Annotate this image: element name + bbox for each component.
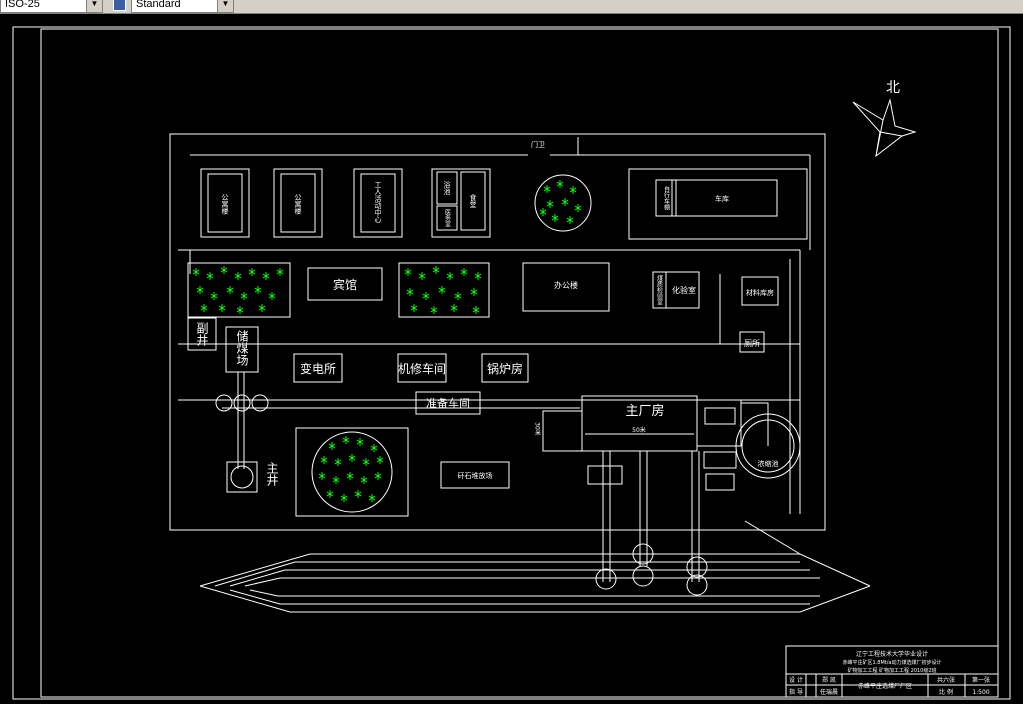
text-style-icon[interactable]: [113, 0, 126, 11]
tree-circle-top: [534, 174, 592, 232]
toilet-outline: [739, 331, 765, 353]
hotel-label: 宾馆: [333, 277, 357, 292]
titleblock-line3: 矿物加工工程 矿物加工工程 2010级2班: [847, 667, 936, 674]
railway-track: [199, 553, 871, 587]
drawing-title: 赤峰平庄选煤厂厂区: [858, 682, 912, 690]
inner-frame: [40, 28, 999, 698]
titleblock-line2: 赤峰平庄矿区1.8Mt/a动力煤选煤厂初步设计: [843, 659, 942, 666]
clinic-label: 医务室: [444, 209, 451, 227]
substation-label: 变电所: [300, 361, 336, 376]
garage-small-label: 自行车棚: [663, 185, 670, 211]
chevron-down-icon[interactable]: ▼: [217, 0, 233, 12]
green-area-1: [187, 262, 291, 318]
site-boundary: [169, 133, 826, 531]
garage-label: 车库: [715, 194, 729, 203]
sheet-count-label: 共六张: [937, 676, 955, 684]
substation-outline: [293, 353, 343, 383]
worker-center-outline: [353, 168, 403, 238]
lab-small-label: 煤质检验室: [656, 274, 663, 305]
aux-shaft-outline: [187, 317, 217, 351]
dimension-label: 50米: [632, 426, 646, 434]
green-area-3: [295, 427, 409, 517]
styles-toolbar: ISO-25 ▼ Standard ▼: [0, 0, 1023, 14]
text-style-value: Standard: [136, 0, 181, 10]
drawing-canvas[interactable]: 北 门卫 公寓楼 公寓楼 工人活动中心 浴池 食堂 医务室 自行车棚 车库 宾馆…: [0, 14, 1023, 700]
north-arrow-icon: [852, 98, 917, 158]
material-storage-outline: [741, 276, 779, 306]
main-shaft-outline: [226, 461, 258, 493]
bath-canteen-outline: [431, 168, 491, 238]
repair-label: 机修车间: [398, 361, 446, 376]
office-outline: [522, 262, 610, 312]
prep-workshop-label: 准备车间: [426, 396, 470, 410]
canteen-label: 食堂: [469, 193, 477, 208]
hotel-outline: [307, 267, 383, 301]
dorm2-label: 公寓楼: [294, 194, 302, 216]
scale-value: 1:500: [972, 689, 989, 696]
gangue-label: 矸石堆放场: [458, 471, 493, 480]
tree-symbols: [192, 179, 582, 503]
sheet-number-value: 第一张: [972, 676, 990, 684]
material-storage-label: 材料库房: [746, 288, 774, 297]
tutor-value: 任瑞晨: [820, 688, 838, 696]
gate-label: 门卫: [531, 140, 545, 149]
main-plant-label: 主厂房: [625, 403, 664, 419]
north-label: 北: [886, 80, 900, 96]
lab-label: 化验室: [672, 285, 696, 295]
dorm1-label: 公寓楼: [221, 194, 229, 216]
office-label: 办公楼: [554, 280, 578, 290]
outer-frame: [12, 26, 1011, 700]
tutor-label: 指 导: [789, 688, 803, 696]
green-area-2: [398, 262, 490, 318]
toilet-label: 厕所: [744, 338, 760, 348]
repair-outline: [397, 353, 447, 383]
designer-value: 郑 凯: [822, 676, 836, 684]
dorm1-outline: [200, 168, 250, 238]
title-block: [785, 645, 999, 698]
boiler-outline: [481, 353, 529, 383]
text-style-dropdown[interactable]: Standard ▼: [131, 0, 234, 13]
boiler-label: 锅炉房: [487, 361, 523, 376]
concentrate-pond-outline: [735, 413, 801, 479]
garage-block: [628, 168, 808, 240]
scale-label: 比 例: [939, 688, 953, 696]
coal-storage-outline: [225, 326, 259, 373]
dimension-label-vertical: 30米: [534, 422, 541, 437]
prep-workshop-outline: [415, 391, 481, 415]
main-shaft-label: 主井: [265, 462, 279, 487]
dimension-style-value: ISO-25: [5, 0, 40, 10]
coal-storage-label: 储煤场: [235, 329, 249, 366]
lab-outline: [652, 271, 700, 309]
gangue-outline: [440, 461, 510, 489]
dimension-style-dropdown[interactable]: ISO-25 ▼: [0, 0, 103, 13]
concentrate-pond-label: 浓缩池: [758, 459, 779, 468]
worker-center-label: 工人活动中心: [374, 181, 382, 223]
designer-label: 设 计: [789, 676, 803, 684]
dorm2-outline: [273, 168, 323, 238]
titleblock-line1: 辽宁工程技术大学毕业设计: [856, 650, 928, 658]
site-plan-drawing: 北 门卫 公寓楼 公寓楼 工人活动中心 浴池 食堂 医务室 自行车棚 车库 宾馆…: [12, 26, 1011, 700]
chevron-down-icon[interactable]: ▼: [86, 0, 102, 12]
aux-shaft-label: 副井: [195, 322, 209, 347]
bath-label: 浴池: [443, 180, 451, 195]
